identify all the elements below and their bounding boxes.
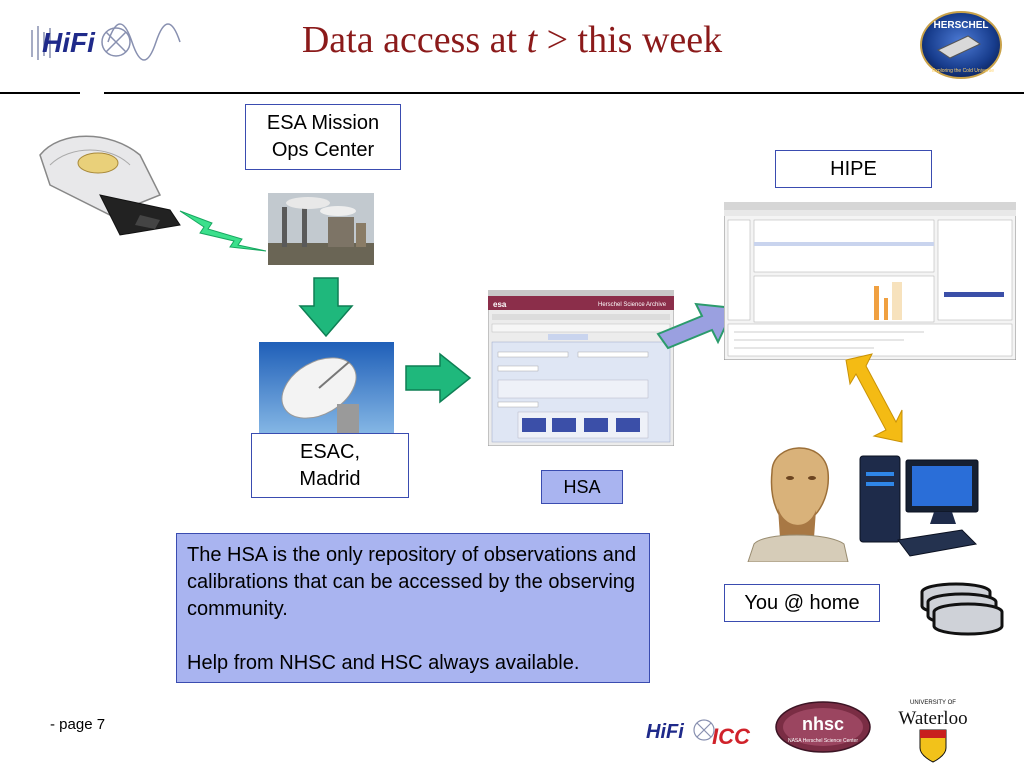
svg-text:Waterloo: Waterloo	[898, 708, 967, 729]
svg-text:Herschel Science Archive: Herschel Science Archive	[598, 302, 667, 308]
herschel-badge: HERSCHEL Exploring the Cold Universe	[920, 11, 1002, 79]
title-rule-right	[104, 92, 1024, 94]
hifi-icc-logo: HiFi ICC	[646, 719, 751, 749]
title-rule-left	[0, 92, 80, 94]
info-paragraph-repository: The HSA is the only repository of observ…	[187, 544, 637, 620]
svg-text:esa: esa	[493, 300, 507, 309]
nhsc-logo: nhsc NASA Herschel Science Center	[775, 701, 871, 753]
page-title: Data access at t > this week	[301, 19, 723, 61]
svg-text:HiFi: HiFi	[42, 27, 96, 58]
hsa-archive-screenshot: esa Herschel Science Archive	[488, 290, 674, 446]
svg-text:nhsc: nhsc	[802, 714, 844, 734]
svg-text:HiFi: HiFi	[646, 721, 684, 743]
svg-text:HERSCHEL: HERSCHEL	[933, 20, 988, 31]
svg-text:UNIVERSITY OF: UNIVERSITY OF	[910, 700, 956, 706]
database-icon	[920, 582, 1004, 636]
computer-icon	[859, 455, 979, 557]
hipe-label: HIPE	[775, 150, 932, 188]
svg-text:ICC: ICC	[712, 724, 751, 749]
info-text-box: The HSA is the only repository of observ…	[176, 533, 650, 683]
svg-text:NASA Herschel Science Center: NASA Herschel Science Center	[788, 738, 858, 744]
industrial-plant-image	[268, 193, 374, 265]
esac-madrid-label: ESAC,Madrid	[251, 433, 409, 498]
down-arrow-icon	[298, 277, 354, 338]
lightning-bolt-icon	[179, 210, 267, 252]
waterloo-logo: UNIVERSITY OF Waterloo	[898, 700, 968, 763]
page-number: - page 7	[50, 716, 106, 733]
you-at-home-label: You @ home	[724, 584, 880, 622]
hsa-label: HSA	[541, 470, 623, 504]
hipe-screenshot	[724, 202, 1016, 360]
right-arrow-icon	[405, 352, 472, 404]
svg-text:Exploring the Cold Universe: Exploring the Cold Universe	[932, 68, 994, 74]
bidirectional-arrow-icon	[845, 353, 903, 443]
scientist-bust-image	[747, 447, 849, 562]
satellite-image	[39, 135, 181, 236]
hifi-logo: HiFi	[31, 23, 181, 61]
info-paragraph-help: Help from NHSC and HSC always available.	[187, 652, 580, 674]
satellite-dish-image	[259, 342, 394, 440]
